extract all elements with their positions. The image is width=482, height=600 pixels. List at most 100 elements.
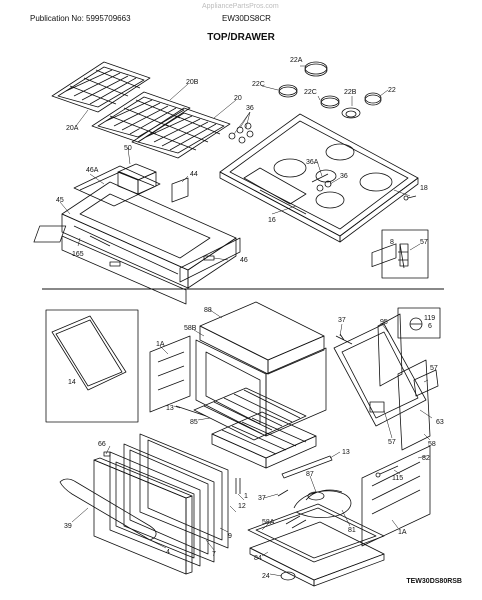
callout-57-2: 57 — [430, 365, 438, 372]
callout-20b: 20B — [186, 79, 199, 86]
oven-rack-lower[interactable] — [211, 411, 317, 469]
panel-95[interactable] — [377, 313, 403, 387]
callout-85: 85 — [190, 419, 198, 426]
bracket-44[interactable] — [171, 177, 189, 203]
callout-13-2: 13 — [342, 449, 350, 456]
side-panel-58[interactable] — [397, 359, 431, 451]
door-outer-4[interactable] — [93, 457, 193, 575]
cooktop-16[interactable] — [219, 113, 419, 243]
callout-45: 45 — [56, 197, 64, 204]
callout-4: 4 — [166, 549, 170, 556]
callout-14: 14 — [68, 379, 76, 386]
callout-36-2: 36 — [340, 173, 348, 180]
burner-cap-22a[interactable] — [304, 61, 328, 77]
burner-cap-22b[interactable] — [341, 107, 361, 119]
watermark: AppliancePartsPros.com — [202, 3, 279, 10]
grate-20b[interactable] — [91, 91, 191, 143]
section-title: TOP/DRAWER — [207, 32, 275, 43]
callout-22c-2: 22C — [304, 89, 317, 96]
callout-37-2: 37 — [258, 495, 266, 502]
inset-box-8 — [381, 229, 429, 279]
drawer-base-58a[interactable] — [247, 503, 385, 563]
callout-57-1: 57 — [420, 239, 428, 246]
side-panel-46a[interactable] — [73, 165, 161, 207]
clip-66[interactable] — [103, 451, 111, 457]
callout-95: 95 — [380, 319, 388, 326]
callout-88: 88 — [204, 307, 212, 314]
callout-36a: 36A — [306, 159, 319, 166]
oven-rack-85[interactable] — [193, 387, 307, 441]
oven-top-88[interactable] — [199, 301, 325, 375]
handle-39[interactable] — [59, 478, 157, 541]
hinge-1[interactable] — [235, 478, 241, 494]
callout-63: 63 — [436, 419, 444, 426]
callout-labels: 20A 20B 20 22A 22C 22C 22B 22 36 36A 36 … — [56, 57, 444, 580]
callout-39: 39 — [64, 523, 72, 530]
callout-165: 165 — [72, 251, 84, 258]
side-panel-46[interactable] — [179, 237, 241, 283]
callout-9: 9 — [228, 533, 232, 540]
probe-115[interactable] — [375, 465, 399, 478]
callout-81: 81 — [348, 527, 356, 534]
callout-1: 1 — [244, 493, 248, 500]
callout-22: 22 — [388, 87, 396, 94]
panel-57[interactable] — [413, 369, 439, 397]
door-glass-9[interactable] — [123, 443, 215, 563]
callout-8: 8 — [390, 239, 394, 246]
door-gasket-12[interactable] — [139, 433, 229, 549]
callout-12: 12 — [238, 503, 246, 510]
tray-84[interactable] — [249, 521, 385, 587]
callout-16: 16 — [268, 217, 276, 224]
callout-82: 82 — [422, 455, 430, 462]
burner-box-50[interactable] — [117, 163, 157, 195]
rod-37[interactable] — [335, 333, 353, 345]
callout-37-1: 37 — [338, 317, 346, 324]
callout-24: 24 — [262, 573, 270, 580]
callout-18: 18 — [420, 185, 428, 192]
inset-door-glass-14[interactable] — [45, 309, 139, 423]
rack-rail-13[interactable] — [175, 405, 207, 417]
burner-cap-22[interactable] — [364, 92, 382, 106]
callout-115: 115 — [392, 475, 403, 482]
door-frame-7[interactable] — [109, 451, 201, 567]
callout-13-1: 13 — [166, 405, 174, 412]
grate-20[interactable] — [131, 107, 231, 159]
callout-87: 87 — [306, 471, 314, 478]
rack-rail-13-right[interactable] — [281, 455, 333, 479]
panel-57-lower[interactable] — [369, 401, 385, 413]
burner-cap-22c-left[interactable] — [278, 84, 298, 98]
callout-50: 50 — [124, 145, 132, 152]
callout-66: 66 — [98, 441, 106, 448]
callout-36-1: 36 — [246, 105, 254, 112]
rear-panel-63[interactable] — [333, 243, 427, 427]
drawer-45[interactable] — [33, 181, 237, 289]
callout-6: 6 — [428, 323, 432, 330]
callout-20a: 20A — [66, 125, 79, 132]
component-119-inset — [397, 307, 441, 339]
model-number: EW30DS8CR — [222, 14, 271, 23]
screw-18[interactable] — [403, 195, 417, 201]
callout-20: 20 — [234, 95, 242, 102]
callout-84: 84 — [254, 555, 262, 562]
side-panel-1a-right[interactable] — [361, 445, 431, 547]
igniter-36[interactable] — [311, 173, 332, 192]
callout-46a: 46A — [86, 167, 99, 174]
callout-57-3: 57 — [388, 439, 396, 446]
callout-7: 7 — [212, 551, 216, 558]
grate-20a[interactable] — [51, 61, 151, 113]
side-panel-1a-left[interactable] — [149, 335, 191, 413]
burner-cap-22c-right[interactable] — [320, 95, 340, 109]
rod-37-lower[interactable] — [277, 489, 289, 497]
callout-22b: 22B — [344, 89, 357, 96]
callout-22a: 22A — [290, 57, 303, 64]
callout-1a-1: 1A — [156, 341, 165, 348]
knob-cluster-36[interactable] — [228, 122, 254, 144]
callout-119: 119 — [424, 315, 435, 322]
callout-58a: 58A — [262, 519, 275, 526]
callout-46: 46 — [240, 257, 248, 264]
callout-58b: 58B — [184, 325, 197, 332]
callout-44: 44 — [190, 171, 198, 178]
front-panel-165[interactable] — [61, 235, 187, 305]
callout-1a-2: 1A — [398, 529, 407, 536]
